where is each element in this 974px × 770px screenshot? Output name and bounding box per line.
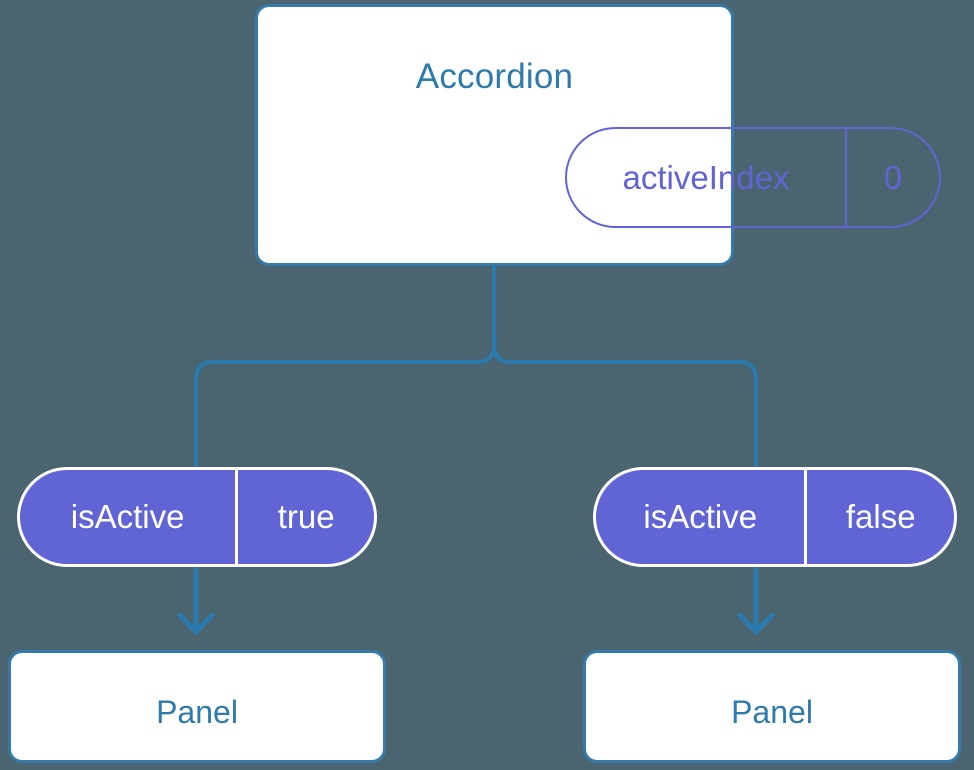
prop-pill-key: isActive <box>70 498 185 535</box>
connector-root-to-right-child <box>492 264 758 470</box>
prop-pill-key: activeIndex <box>622 158 790 196</box>
prop-pill-active-index[interactable]: activeIndex 0 <box>565 127 941 228</box>
prop-pill-value: true <box>235 470 374 564</box>
panel-title: Panel <box>156 694 238 730</box>
panel-card-right[interactable]: Panel <box>583 650 961 763</box>
panel-card-left[interactable]: Panel <box>8 650 386 763</box>
prop-pill-is-active-left[interactable]: isActive true <box>17 467 377 567</box>
accordion-title: Accordion <box>415 57 574 96</box>
panel-title: Panel <box>731 694 813 730</box>
prop-pill-is-active-right[interactable]: isActive false <box>593 467 957 567</box>
prop-pill-key: isActive <box>643 498 758 535</box>
connector-root-to-left-child <box>194 264 496 470</box>
arrow-left-head-icon <box>177 612 215 635</box>
prop-pill-value: false <box>804 470 954 564</box>
prop-pill-value: 0 <box>845 129 939 226</box>
accordion-card[interactable]: Accordion activeIndex 0 <box>255 4 941 266</box>
arrow-right-head-icon <box>737 612 775 635</box>
